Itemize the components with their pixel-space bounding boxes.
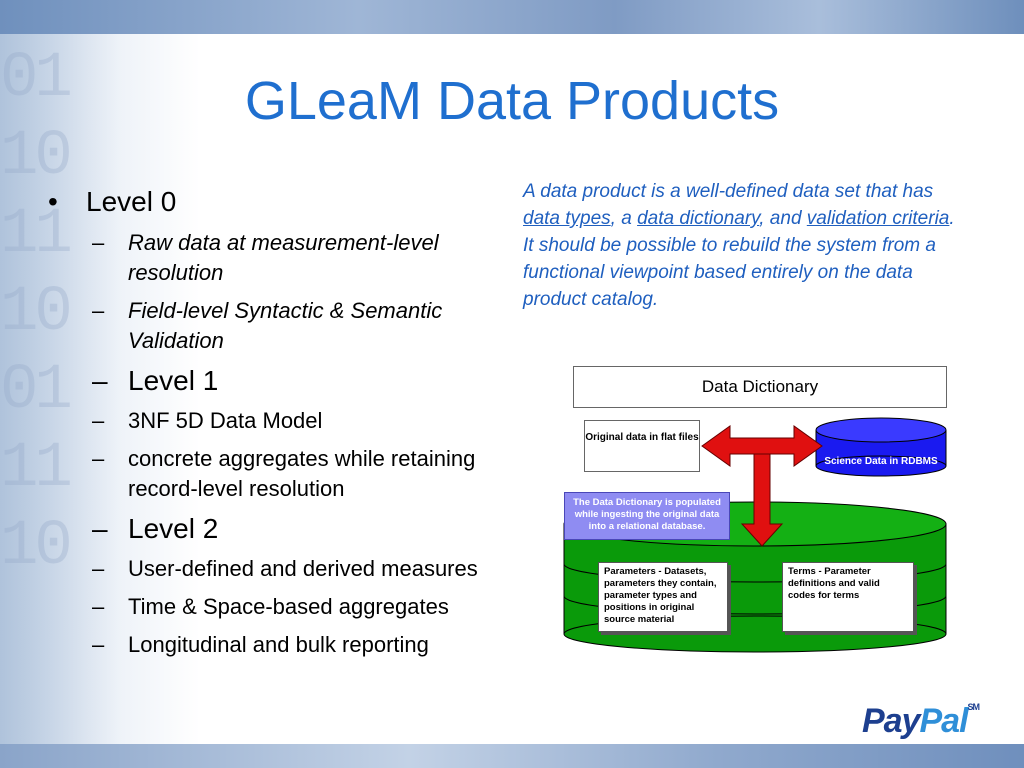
- definition-text: , and: [759, 208, 807, 229]
- outline-item: – 3NF 5D Data Model: [92, 406, 518, 436]
- outline-item: – concrete aggregates while retaining re…: [92, 444, 518, 504]
- dash-icon: –: [92, 594, 105, 619]
- outline-item: – Raw data at measurement-level resoluti…: [92, 228, 518, 288]
- outline-level1: – Level 1: [92, 364, 518, 398]
- definition-text: A data product is a well-defined data se…: [523, 181, 934, 202]
- definition-term-validation-criteria: validation criteria: [806, 208, 950, 229]
- rdbms-label: Science Data in RDBMS: [824, 456, 938, 467]
- logo-service-mark: SM: [967, 702, 980, 712]
- data-dictionary-box: Data Dictionary: [573, 366, 947, 408]
- outline-item-text: Longitudinal and bulk reporting: [128, 632, 429, 657]
- data-dictionary-diagram: Data Dictionary Original data in flat fi…: [560, 364, 950, 654]
- definition-term-data-dictionary: data dictionary: [637, 208, 760, 229]
- left-decoration: [0, 34, 120, 744]
- slide-title: GLeaM Data Products: [244, 71, 780, 131]
- dash-icon: –: [92, 408, 105, 433]
- dash-icon: –: [92, 632, 105, 657]
- level1-label: Level 1: [128, 365, 219, 396]
- outline-item: – Longitudinal and bulk reporting: [92, 630, 518, 660]
- outline-item-text: User-defined and derived measures: [128, 556, 478, 581]
- level2-label: Level 2: [128, 513, 219, 544]
- dash-icon: –: [92, 513, 108, 544]
- dash-icon: –: [92, 298, 105, 323]
- background-binary-pattern: 01 10 11 10 01 11 10: [0, 43, 73, 583]
- outline-item: – Time & Space-based aggregates: [92, 592, 518, 622]
- top-banner: [0, 0, 1024, 34]
- definition-text: . It should be possible to rebuild the s…: [523, 208, 955, 310]
- definition-text: , a: [610, 208, 638, 229]
- dash-icon: –: [92, 556, 105, 581]
- outline-item-text: 3NF 5D Data Model: [128, 408, 323, 433]
- populated-note-box: The Data Dictionary is populated while i…: [564, 492, 730, 540]
- terms-box: Terms - Parameter definitions and valid …: [782, 562, 914, 632]
- outline-item-text: Field-level Syntactic & Semantic Validat…: [128, 298, 443, 353]
- dash-icon: –: [92, 230, 105, 255]
- outline-level2: – Level 2: [92, 512, 518, 546]
- outline-level0: • Level 0: [48, 186, 518, 218]
- outline-item: – Field-level Syntactic & Semantic Valid…: [92, 296, 518, 356]
- dash-icon: –: [92, 446, 105, 471]
- outline-item-text: Time & Space-based aggregates: [128, 594, 449, 619]
- original-data-box: Original data in flat files: [584, 420, 700, 472]
- bullet-icon: •: [48, 186, 58, 217]
- blue-rdbms-cylinder: [815, 417, 947, 477]
- data-product-definition: A data product is a well-defined data se…: [523, 178, 963, 313]
- outline-item: – User-defined and derived measures: [92, 554, 518, 584]
- dash-icon: –: [92, 365, 108, 396]
- red-down-arrow: [740, 453, 784, 547]
- parameters-box: Parameters - Datasets, parameters they c…: [598, 562, 728, 632]
- definition-term-data-types: data types: [523, 208, 611, 229]
- level0-label: Level 0: [86, 186, 177, 217]
- outline-item-text: Raw data at measurement-level resolution: [128, 230, 439, 285]
- logo-pay: Pay: [862, 702, 920, 740]
- outline-list: • Level 0 – Raw data at measurement-leve…: [48, 186, 518, 668]
- outline-item-text: concrete aggregates while retaining reco…: [128, 446, 476, 501]
- logo-pal: Pal: [919, 702, 969, 740]
- red-double-arrow: [701, 425, 823, 467]
- bottom-banner: [0, 744, 1024, 768]
- paypal-logo: PayPalSM: [862, 702, 980, 741]
